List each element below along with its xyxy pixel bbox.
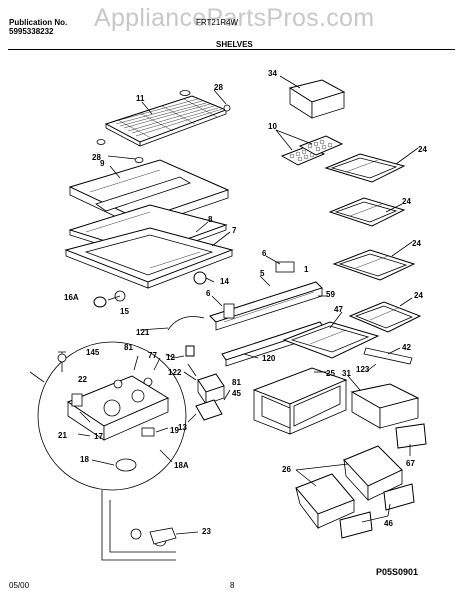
bracket	[275, 261, 295, 273]
callout-6: 6	[262, 249, 267, 258]
hinge-assembly	[130, 527, 177, 547]
callout-17: 17	[94, 432, 103, 441]
callout-12: 12	[166, 353, 175, 362]
bracket-small	[223, 303, 235, 319]
callout-122: 122	[168, 368, 182, 377]
switch	[185, 345, 195, 357]
shelf-clip	[179, 90, 191, 96]
callout-145: 145	[86, 348, 100, 357]
callout-26: 26	[282, 465, 291, 474]
cabinet-edge-inner	[109, 500, 176, 553]
glass-shelf-crisper	[282, 321, 380, 359]
callout-1: 1	[304, 265, 309, 274]
callout-24-c: 24	[412, 239, 421, 248]
callout-21: 21	[58, 431, 67, 440]
callout-10: 10	[268, 122, 277, 131]
section-title: SHELVES	[216, 40, 253, 49]
crisper-handle-left	[339, 511, 373, 539]
callout-8: 8	[208, 215, 213, 224]
callout-28-lower: 28	[92, 153, 101, 162]
control-knob	[193, 271, 207, 285]
callout-25: 25	[326, 369, 335, 378]
callout-24-b: 24	[402, 197, 411, 206]
callout-28: 28	[214, 83, 223, 92]
crisper-handle-right	[383, 483, 415, 511]
wire-clip	[165, 353, 185, 359]
header-rule	[8, 49, 455, 50]
glass-shelf-1	[324, 153, 406, 183]
freezer-shelf-base	[64, 227, 234, 289]
callout-7: 7	[232, 226, 237, 235]
callout-9: 9	[100, 159, 105, 168]
egg-tray	[280, 135, 344, 166]
callout-19: 19	[170, 426, 179, 435]
callout-59: 59	[326, 290, 335, 299]
ice-bucket	[288, 79, 346, 119]
watermark: AppliancePartsPros.com	[94, 4, 375, 32]
damper-control	[93, 296, 107, 308]
publication-label: Publication No.	[9, 18, 68, 27]
callout-16a: 16A	[64, 293, 79, 302]
callout-24-a: 24	[418, 145, 427, 154]
crisper-rail	[363, 347, 413, 365]
callout-46: 46	[384, 519, 393, 528]
callout-15: 15	[120, 307, 129, 316]
shelf-clip	[223, 104, 231, 112]
callout-31: 31	[342, 369, 351, 378]
meat-pan	[350, 383, 420, 429]
callout-18a: 18A	[174, 461, 189, 470]
model-number: FRT21R4W	[196, 18, 239, 27]
detail-pointer	[29, 371, 45, 383]
callout-45: 45	[232, 389, 241, 398]
cabinet-edge	[101, 490, 176, 561]
leader-lines	[77, 75, 419, 535]
callout-6-b: 6	[206, 289, 211, 298]
callout-121: 121	[136, 328, 150, 337]
detail-magnifier	[37, 341, 187, 491]
callout-120: 120	[262, 354, 276, 363]
callout-81: 81	[124, 343, 133, 352]
callout-42: 42	[402, 343, 411, 352]
shelf-clip	[134, 157, 144, 163]
callout-24-d: 24	[414, 291, 423, 300]
callout-22: 22	[78, 375, 87, 384]
callout-77: 77	[148, 351, 157, 360]
callout-5: 5	[260, 269, 265, 278]
publication-number: 5995338232	[9, 27, 54, 36]
capillary-tube	[167, 316, 205, 331]
footer-date: 05/00	[9, 581, 30, 590]
callout-34: 34	[268, 69, 277, 78]
footer-page: 8	[230, 581, 235, 590]
callout-123: 123	[356, 365, 370, 374]
light-housing	[195, 373, 225, 421]
control-housing-detail	[66, 375, 170, 472]
glass-shelf-2	[328, 197, 406, 227]
crisper-cover-frame	[252, 367, 348, 435]
pan-cover	[395, 423, 427, 449]
crisper-drawer-right	[343, 445, 403, 502]
thermostat-bulb	[57, 353, 67, 363]
glass-shelf-3	[332, 249, 416, 281]
callout-labels: 34 28 11 10 28 9 24 24 8 7 6 24 5 1 14 5…	[58, 69, 427, 536]
glass-shelf-4	[348, 301, 422, 333]
wire-shelf	[104, 95, 228, 147]
callout-11: 11	[136, 94, 145, 103]
callout-13: 13	[178, 423, 187, 432]
callout-18: 18	[80, 455, 89, 464]
shelf-clip	[96, 139, 106, 145]
callout-23: 23	[202, 527, 211, 536]
callout-81-b: 81	[232, 378, 241, 387]
callout-67: 67	[406, 459, 415, 468]
callout-47: 47	[334, 305, 343, 314]
diagram-code: P05S0901	[376, 567, 419, 577]
callout-14: 14	[220, 277, 229, 286]
crisper-drawer-left	[295, 473, 355, 530]
